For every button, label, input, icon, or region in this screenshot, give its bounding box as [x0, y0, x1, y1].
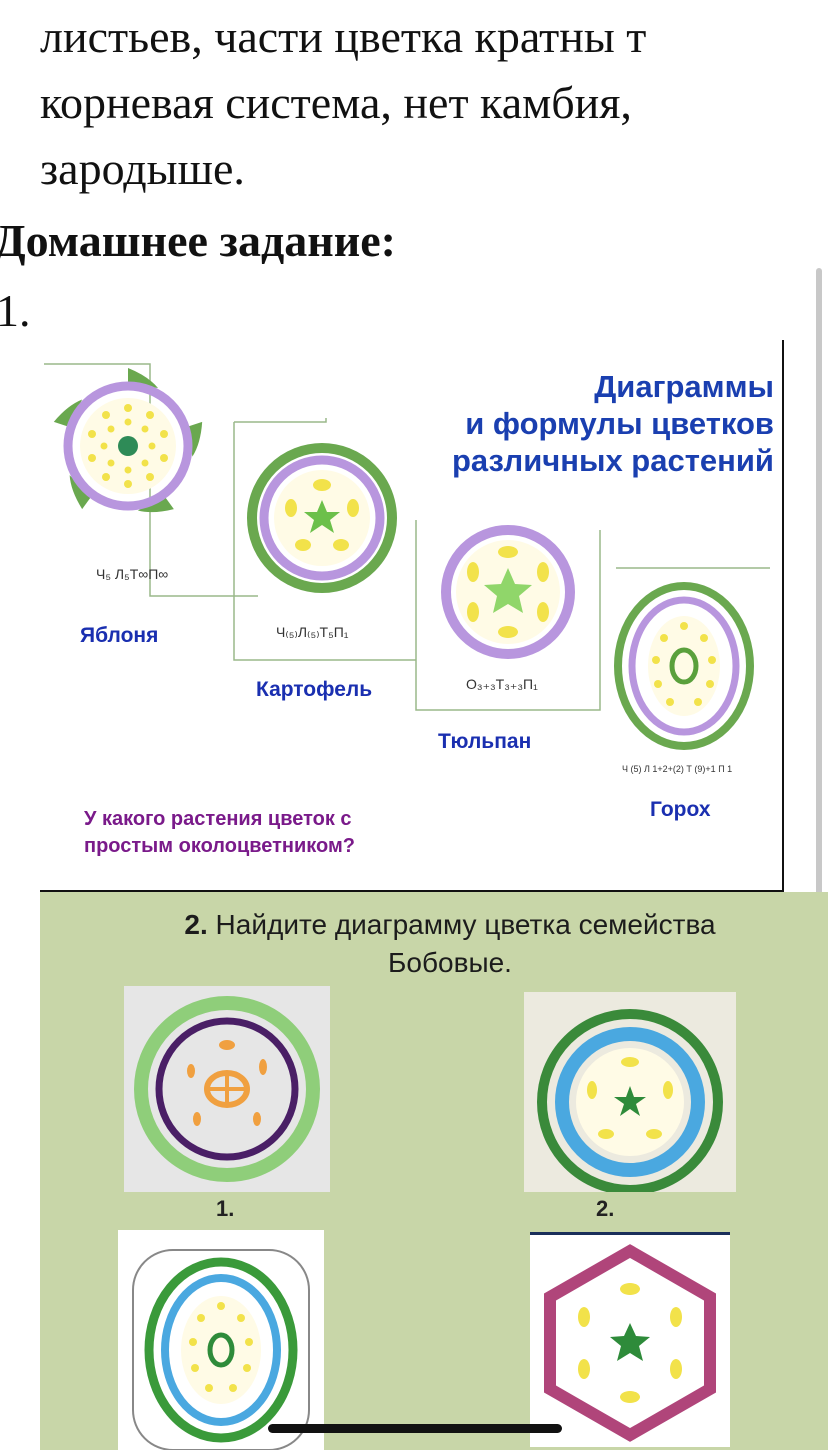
potato-label: Картофель	[256, 678, 373, 701]
diagram-3-illustration	[132, 1249, 310, 1451]
potato-formula: Ч₍₅₎Л₍₅₎Т₅П₁	[276, 624, 349, 640]
task-number: 2.	[184, 909, 208, 940]
text-line-3: зародыше.	[40, 143, 245, 194]
slide-title-line-2: и формулы цветков	[465, 406, 774, 441]
scrollbar[interactable]	[816, 268, 822, 1054]
text-line-2: корневая система, нет камбия,	[40, 77, 632, 128]
pea-formula: Ч (5) Л 1+2+(2) Т (9)+1 П 1	[622, 764, 733, 774]
slide-title-line-3: различных растений	[451, 443, 774, 478]
diagram-2[interactable]	[524, 992, 736, 1195]
pea-label: Горох	[650, 798, 711, 821]
apple-flower-diagram	[53, 368, 203, 513]
potato-flower-diagram	[247, 443, 397, 593]
tulip-flower-diagram	[441, 525, 575, 659]
apple-formula: Ч₅ Л₅Т∞П∞	[96, 566, 169, 582]
flower-diagrams-slide: Диаграммы и формулы цветков различных ра…	[40, 340, 784, 892]
task-title: 2. Найдите диаграмму цветка семейства Бо…	[100, 906, 800, 982]
tulip-formula: О₃₊₃Т₃₊₃П₁	[466, 676, 538, 692]
diagram-2-illustration	[537, 1009, 723, 1195]
flower-diagrams-illustration	[44, 363, 770, 750]
diagram-1[interactable]	[124, 986, 330, 1192]
pea-flower-diagram	[614, 582, 754, 750]
list-marker: 1.	[0, 285, 31, 336]
diagram-1-illustration	[134, 996, 320, 1182]
task-text: Найдите диаграмму цветка семейства	[207, 909, 716, 940]
diagram-2-label: 2.	[596, 1196, 615, 1221]
diagram-3[interactable]	[118, 1230, 324, 1451]
task-title-line-1: 2. Найдите диаграмму цветка семейства	[100, 906, 800, 944]
slide-question: У какого растения цветок с простым около…	[84, 806, 355, 860]
task-title-line-2: Бобовые.	[388, 947, 512, 978]
slide-title: Диаграммы и формулы цветков различных ра…	[452, 368, 774, 479]
slide-title-line-1: Диаграммы	[594, 369, 774, 404]
diagram-1-label: 1.	[216, 1196, 235, 1221]
text-line-1: листьев, части цветка кратны т	[40, 11, 647, 62]
diagram-4[interactable]	[530, 1232, 730, 1447]
task-slide: 2. Найдите диаграмму цветка семейства Бо…	[40, 892, 828, 1451]
diagram-4-illustration	[544, 1244, 716, 1442]
question-line-2: простым околоцветником?	[84, 835, 356, 857]
question-line-1: У какого растения цветок с	[84, 808, 352, 830]
apple-label: Яблоня	[80, 624, 159, 647]
tulip-label: Тюльпан	[438, 730, 532, 753]
home-indicator[interactable]	[268, 1424, 562, 1433]
homework-heading: Домашнее задание:	[0, 215, 396, 266]
